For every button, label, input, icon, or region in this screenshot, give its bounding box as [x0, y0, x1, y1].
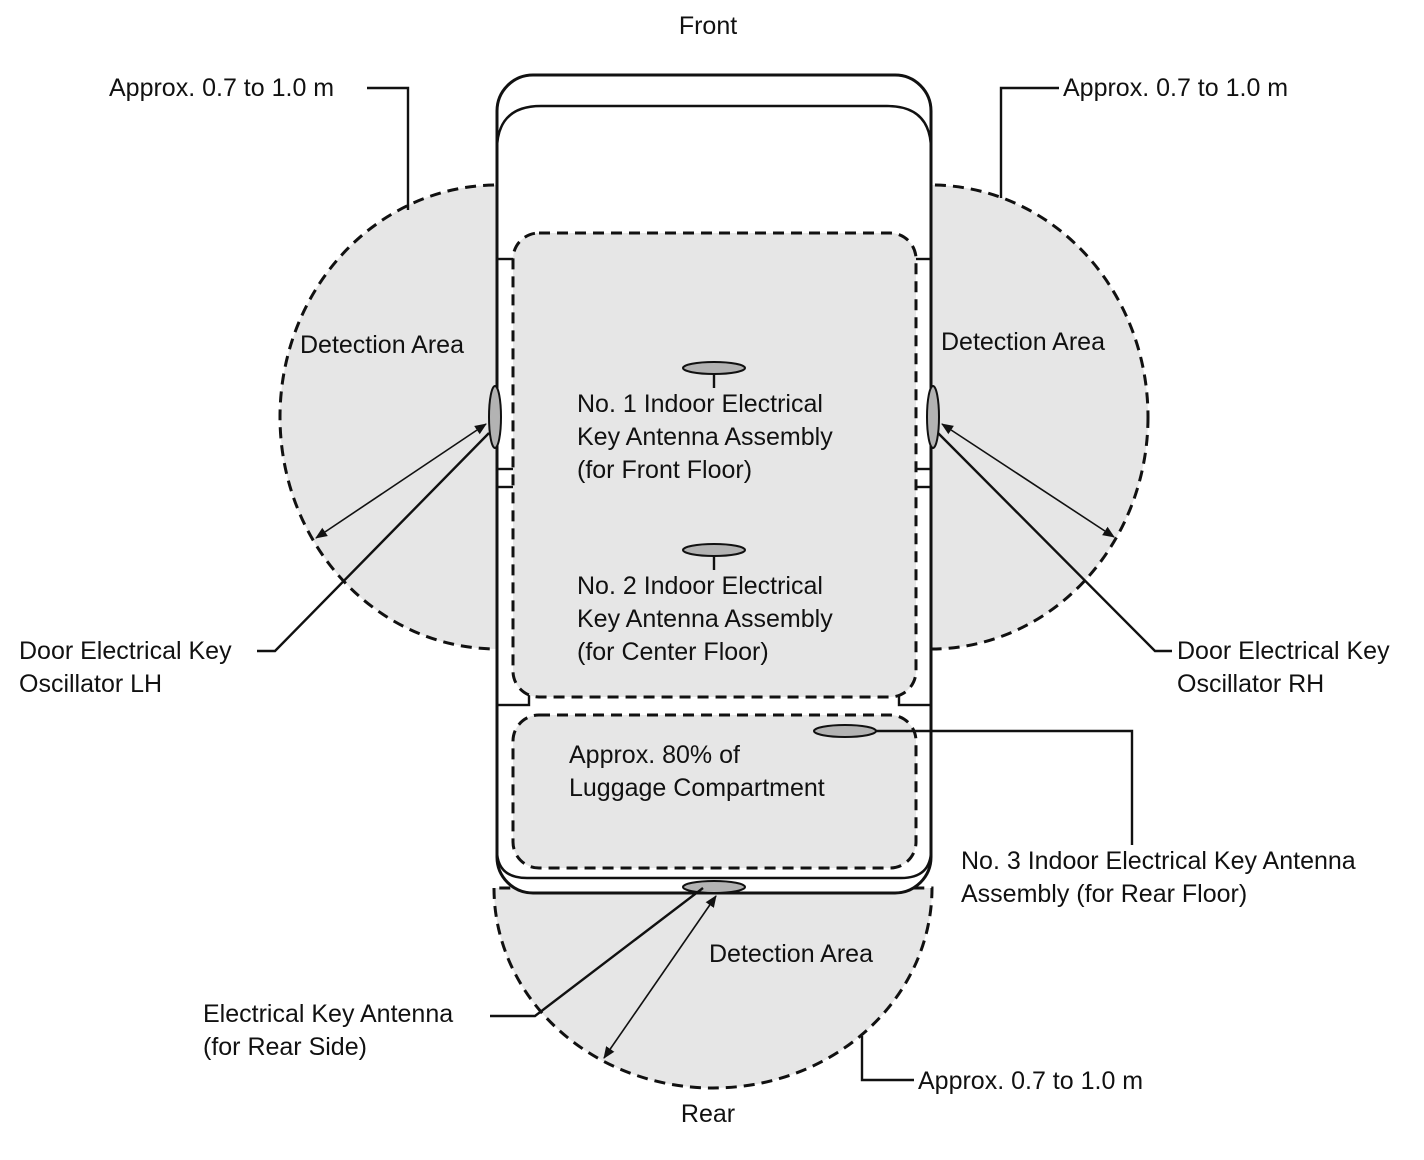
right-range-arrow: [941, 423, 1115, 538]
oscillator-rh-icon: [926, 385, 940, 449]
no1-antenna-label: No. 1 Indoor Electrical Key Antenna Asse…: [577, 390, 840, 484]
oscillator-lh-icon: [488, 385, 502, 449]
rear-side-antenna-label: Electrical Key Antenna (for Rear Side): [203, 1000, 460, 1061]
rear-range-arrow: [603, 895, 717, 1059]
oscillator-rh-label: Door Electrical Key Oscillator RH: [1177, 637, 1397, 698]
rear-range-label: Approx. 0.7 to 1.0 m: [918, 1067, 1143, 1095]
right-detection-label: Detection Area: [941, 328, 1105, 356]
cabin-detection-zone: [511, 231, 918, 699]
no1-antenna-icon: [682, 361, 746, 375]
no3-antenna-icon: [813, 724, 877, 738]
no2-antenna-label: No. 2 Indoor Electrical Key Antenna Asse…: [577, 572, 840, 666]
rear-detection-zone: [492, 886, 934, 1090]
no2-antenna-icon: [682, 543, 746, 557]
right-range-label: Approx. 0.7 to 1.0 m: [1063, 74, 1288, 102]
rear-detection-label: Detection Area: [709, 940, 873, 968]
left-range-label: Approx. 0.7 to 1.0 m: [109, 74, 334, 102]
left-range-arrow: [315, 423, 487, 539]
rear-label: Rear: [681, 1100, 735, 1128]
left-detection-label: Detection Area: [300, 331, 464, 359]
front-label: Front: [679, 12, 737, 40]
no3-antenna-label: No. 3 Indoor Electrical Key Antenna Asse…: [961, 847, 1363, 908]
oscillator-lh-label: Door Electrical Key Oscillator LH: [19, 637, 239, 698]
luggage-label: Approx. 80% of Luggage Compartment: [569, 741, 825, 802]
rear-side-antenna-icon: [682, 880, 746, 894]
luggage-detection-zone: [511, 713, 918, 870]
